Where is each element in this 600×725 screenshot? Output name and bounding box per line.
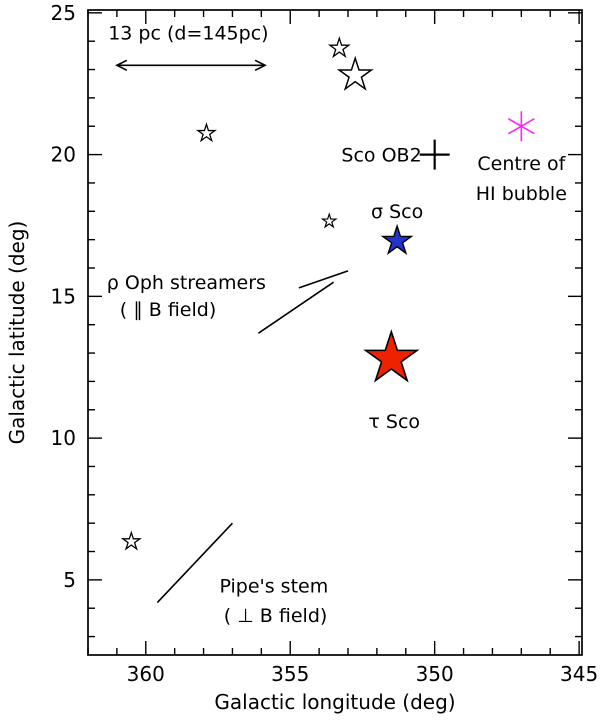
point-sigma-sco: [380, 223, 414, 256]
scale-arrow-head-left: [115, 59, 128, 72]
line-rho-oph-streamer-2: [257, 281, 335, 334]
x-tick-label-345: 345: [560, 662, 598, 686]
y-tick-label-25: 25: [51, 1, 76, 25]
x-tick-label-360: 360: [127, 662, 165, 686]
annotation-sco-ob2-label: Sco OB2: [341, 145, 421, 167]
annotation-hi-bubble-label-2: HI bubble: [476, 183, 567, 205]
x-axis-label: Galactic longitude (deg): [214, 690, 455, 714]
point-open-star-c: [195, 122, 218, 143]
point-open-star-b: [336, 55, 374, 91]
scale-arrow-head-right: [254, 59, 267, 72]
annotation-sigma-sco-label: σ Sco: [371, 201, 423, 223]
y-tick-label-5: 5: [63, 568, 76, 592]
line-pipes-stem: [156, 522, 234, 604]
annotation-pipes-stem-label-1: Pipe's stem: [219, 575, 328, 597]
y-axis-label: Galactic latitude (deg): [5, 221, 29, 445]
point-open-star-d: [320, 212, 338, 229]
point-sco-ob2: [419, 139, 450, 170]
point-open-star-a: [327, 36, 351, 59]
axis-frame: [87, 9, 583, 656]
point-hi-bubble-centre: [507, 111, 535, 142]
annotation-hi-bubble-label-1: Centre of: [477, 153, 566, 175]
annotation-tau-sco-label: τ Sco: [368, 411, 420, 433]
annotation-rho-oph-label-1: ρ Oph streamers: [107, 272, 266, 294]
y-tick-label-15: 15: [51, 284, 76, 308]
annotation-rho-oph-label-2: ( ∥ B field): [120, 299, 216, 321]
annotation-scale-label: 13 pc (d=145pc): [108, 23, 268, 45]
point-tau-sco: [363, 329, 420, 383]
y-tick-label-20: 20: [51, 143, 76, 167]
y-tick-label-10: 10: [51, 426, 76, 450]
x-tick-label-350: 350: [416, 662, 454, 686]
point-open-star-e: [120, 530, 142, 551]
annotation-pipes-stem-label-2: ( ⊥ B field): [224, 605, 328, 627]
x-tick-label-355: 355: [271, 662, 309, 686]
line-rho-oph-streamer-1: [298, 270, 349, 289]
